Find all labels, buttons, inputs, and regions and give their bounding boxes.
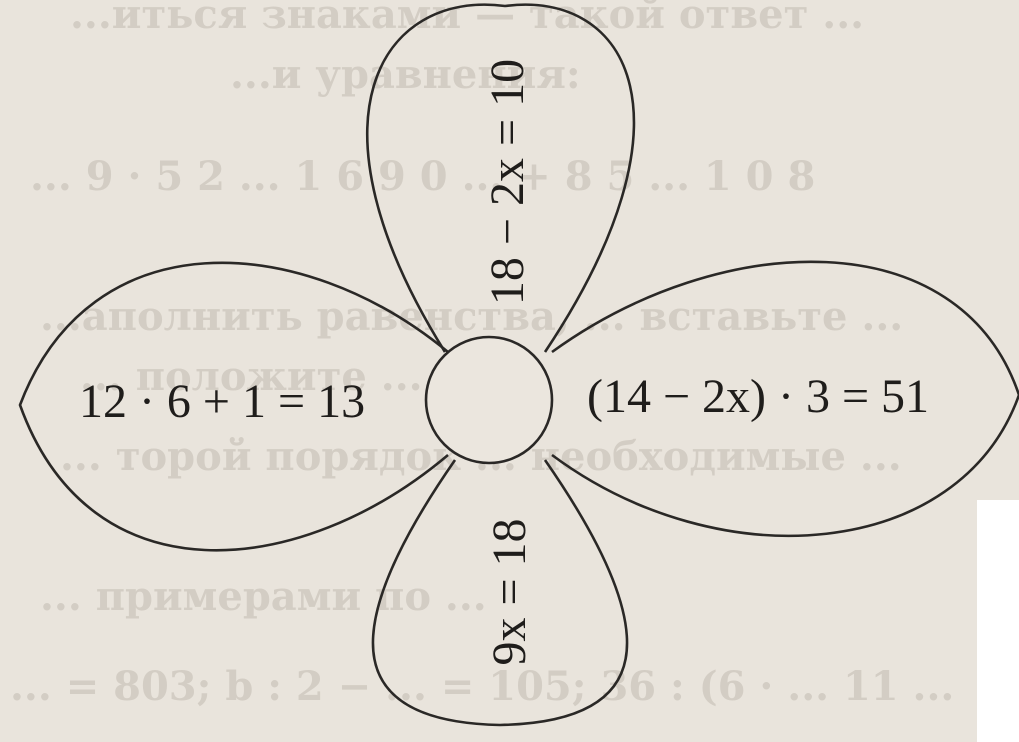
flower-center xyxy=(424,335,554,465)
left-petal-equation: 12 · 6 + 1 = 13 xyxy=(79,375,365,428)
top-petal-equation: 18 − 2x = 10 xyxy=(481,59,534,305)
right-petal-equation: (14 − 2x) · 3 = 51 xyxy=(587,370,929,423)
petal-top xyxy=(366,3,636,353)
petal-left xyxy=(18,261,449,552)
ghost-line: ...и уравнения: xyxy=(230,51,581,98)
blank-corner xyxy=(977,500,1019,742)
petal-bottom xyxy=(371,459,629,727)
bottom-petal-equation: 9x = 18 xyxy=(483,518,536,665)
ghost-line: ... = 803; b : 2 − ... = 105; 36 : (6 · … xyxy=(10,663,954,710)
petal-right xyxy=(551,260,1019,538)
ghost-line: ... примерами по ... xyxy=(40,573,487,620)
background-text: ...иться знаками — такой ответ ... ...и … xyxy=(10,0,954,710)
ghost-line: ... 9 · 5 2 ... 1 6 9 0 ... + 8 5 ... 1 … xyxy=(30,153,815,200)
ghost-line: ...аполнить равенства, ... вставьте ... xyxy=(40,293,903,340)
